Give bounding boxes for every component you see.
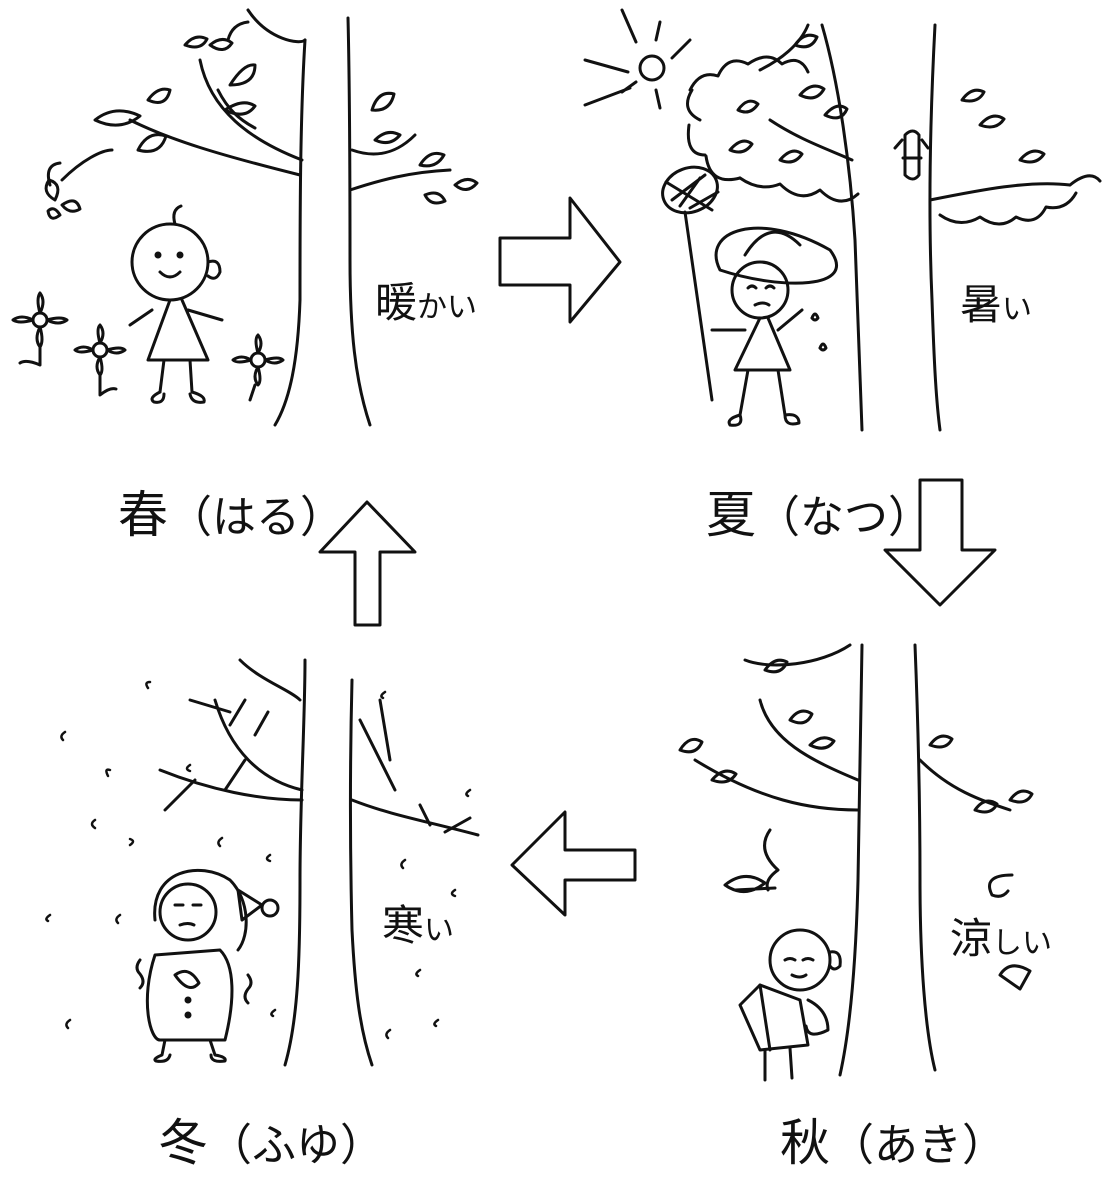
summer-word-kana: い xyxy=(1002,292,1033,327)
autumn-word-kanji: 涼 xyxy=(950,914,993,963)
child-hot-icon xyxy=(710,226,838,427)
winter-caption-reading: （ふゆ） xyxy=(208,1120,384,1171)
winter-panel xyxy=(45,658,480,1067)
spring-caption-kanji: 春 xyxy=(118,486,168,544)
girl-happy-icon xyxy=(128,204,224,404)
arrow-left xyxy=(510,810,637,917)
autumn-tree xyxy=(693,643,1012,1077)
autumn-caption-kanji: 秋 xyxy=(780,1114,830,1172)
autumn-word-kana: しい xyxy=(992,926,1053,961)
winter-word-kana: い xyxy=(424,913,455,948)
summer-word: 暑い xyxy=(960,284,1032,326)
summer-caption-kanji: 夏 xyxy=(706,486,756,544)
autumn-caption-reading: （あき） xyxy=(830,1120,1006,1171)
autumn-leaves xyxy=(678,658,1034,991)
spring-word: 暖かい xyxy=(375,282,477,324)
butterfly-icon xyxy=(44,148,114,220)
winter-caption: 冬（ふゆ） xyxy=(158,1118,384,1168)
spring-caption: 春（はる） xyxy=(118,490,344,540)
summer-leaves xyxy=(728,33,1046,164)
spring-leaves xyxy=(93,20,479,205)
spring-panel xyxy=(11,8,479,427)
summer-caption-reading: （なつ） xyxy=(756,492,932,543)
spring-word-kana: かい xyxy=(417,290,478,325)
snowflakes xyxy=(45,680,472,1040)
child-reading-icon xyxy=(738,928,842,1082)
winter-caption-kanji: 冬 xyxy=(158,1114,208,1172)
bug-net-icon xyxy=(661,165,720,402)
spring-tree xyxy=(128,8,452,427)
winter-tree xyxy=(158,658,480,1067)
cicada-icon xyxy=(893,129,930,181)
arrow-down xyxy=(883,478,997,607)
child-cold-icon xyxy=(135,868,280,1063)
winter-word: 寒い xyxy=(382,905,454,947)
spring-word-kanji: 暖 xyxy=(375,278,418,327)
autumn-panel xyxy=(678,643,1034,1082)
spring-caption-reading: （はる） xyxy=(168,492,344,543)
summer-tree xyxy=(686,23,1102,432)
arrow-right xyxy=(498,196,622,324)
summer-panel xyxy=(583,8,1102,432)
summer-caption: 夏（なつ） xyxy=(706,490,932,540)
autumn-word: 涼しい xyxy=(950,918,1052,960)
spring-flowers xyxy=(11,291,285,402)
winter-word-kanji: 寒 xyxy=(382,901,425,950)
autumn-caption: 秋（あき） xyxy=(780,1118,1006,1168)
arrow-up xyxy=(318,500,417,627)
summer-word-kanji: 暑 xyxy=(960,280,1003,329)
sun-icon xyxy=(583,8,692,110)
